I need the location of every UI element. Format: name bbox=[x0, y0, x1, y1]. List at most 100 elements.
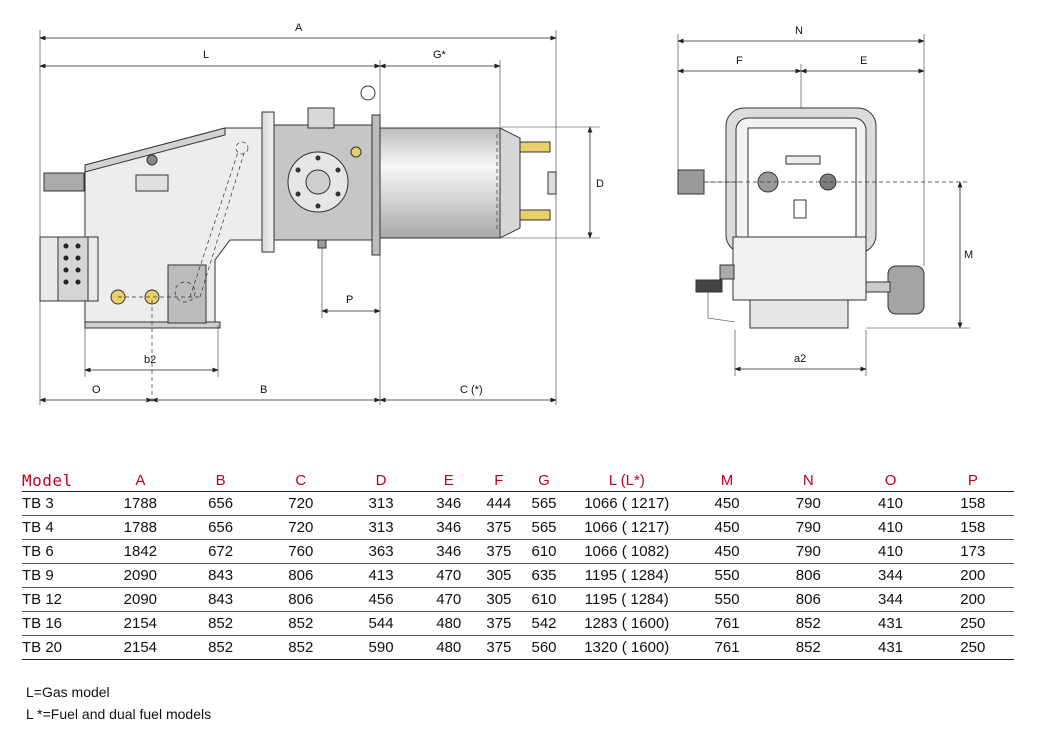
table-cell: 344 bbox=[849, 563, 932, 588]
column-header: C bbox=[260, 470, 341, 492]
table-cell: 250 bbox=[931, 611, 1014, 636]
table-cell: 760 bbox=[260, 539, 341, 564]
table-cell: 200 bbox=[931, 587, 1014, 612]
table-cell: 313 bbox=[340, 491, 422, 516]
table-cell: 363 bbox=[340, 539, 422, 564]
table-cell: 806 bbox=[260, 587, 341, 612]
table-cell: 456 bbox=[340, 587, 422, 612]
connector-plug bbox=[43, 172, 85, 192]
table-cell: 852 bbox=[260, 611, 341, 636]
table-cell: 761 bbox=[686, 635, 768, 660]
column-header: Model bbox=[22, 470, 101, 492]
dim-label-n: N bbox=[795, 25, 803, 37]
table-cell: 2090 bbox=[100, 587, 181, 612]
table-cell: 410 bbox=[849, 515, 932, 540]
front-view-dimensions: N F E M a2 bbox=[677, 25, 973, 376]
burner-dimension-drawing: A L G* D P b2 O B C (*) bbox=[39, 22, 973, 405]
table-cell: 2090 bbox=[100, 563, 181, 588]
model-cell: TB 9 bbox=[22, 563, 101, 588]
table-cell: 806 bbox=[260, 563, 341, 588]
table-cell: 1066 ( 1217) bbox=[566, 491, 687, 516]
dim-label-b: B bbox=[260, 384, 267, 396]
table-cell: 656 bbox=[180, 491, 261, 516]
table-cell: 450 bbox=[686, 515, 768, 540]
table-cell: 1788 bbox=[100, 491, 181, 516]
column-header: E bbox=[421, 470, 477, 492]
table-cell: 305 bbox=[476, 587, 522, 612]
table-cell: 375 bbox=[476, 611, 522, 636]
table-cell: 375 bbox=[476, 515, 522, 540]
table-cell: 672 bbox=[180, 539, 261, 564]
table-cell: 852 bbox=[767, 635, 850, 660]
nozzle-ring bbox=[519, 141, 551, 153]
table-cell: 1066 ( 1217) bbox=[566, 515, 687, 540]
table-cell: 444 bbox=[476, 491, 522, 516]
table-cell: 1195 ( 1284) bbox=[566, 563, 687, 588]
table-cell: 2154 bbox=[100, 635, 181, 660]
table-cell: 656 bbox=[180, 515, 261, 540]
dim-label-m: M bbox=[964, 249, 973, 261]
column-header: O bbox=[849, 470, 932, 492]
model-cell: TB 3 bbox=[22, 491, 101, 516]
model-cell: TB 16 bbox=[22, 611, 101, 636]
front-view bbox=[677, 107, 925, 329]
table-cell: 610 bbox=[521, 587, 567, 612]
table-cell: 250 bbox=[931, 635, 1014, 660]
note-gas-model: L=Gas model bbox=[26, 684, 110, 700]
table-cell: 375 bbox=[476, 635, 522, 660]
column-header: P bbox=[931, 470, 1014, 492]
side-view bbox=[39, 85, 557, 329]
dim-label-f: F bbox=[736, 55, 743, 67]
blast-tube bbox=[379, 127, 501, 239]
control-box bbox=[57, 236, 89, 302]
table-cell: 1066 ( 1082) bbox=[566, 539, 687, 564]
table-cell: 761 bbox=[686, 611, 768, 636]
dim-label-a2: a2 bbox=[794, 353, 806, 365]
dim-label-o: O bbox=[92, 384, 101, 396]
table-cell: 806 bbox=[767, 563, 850, 588]
table-cell: 313 bbox=[340, 515, 422, 540]
front-plug bbox=[677, 169, 705, 195]
column-header: N bbox=[767, 470, 850, 492]
dim-label-e: E bbox=[860, 55, 867, 67]
column-header: G bbox=[521, 470, 567, 492]
table-cell: 1320 ( 1600) bbox=[566, 635, 687, 660]
dim-label-g: G* bbox=[433, 49, 447, 61]
table-cell: 450 bbox=[686, 539, 768, 564]
table-cell: 410 bbox=[849, 491, 932, 516]
note-fuel-models: L *=Fuel and dual fuel models bbox=[26, 706, 212, 722]
table-cell: 200 bbox=[931, 563, 1014, 588]
table-cell: 1842 bbox=[100, 539, 181, 564]
table-cell: 550 bbox=[686, 587, 768, 612]
table-cell: 843 bbox=[180, 563, 261, 588]
model-cell: TB 12 bbox=[22, 587, 101, 612]
lifting-eye bbox=[360, 85, 376, 101]
table-cell: 544 bbox=[340, 611, 422, 636]
table-cell: 1788 bbox=[100, 515, 181, 540]
table-cell: 431 bbox=[849, 635, 932, 660]
table-cell: 480 bbox=[421, 635, 477, 660]
model-cell: TB 4 bbox=[22, 515, 101, 540]
table-cell: 720 bbox=[260, 515, 341, 540]
column-header: D bbox=[340, 470, 422, 492]
table-cell: 790 bbox=[767, 515, 850, 540]
table-cell: 542 bbox=[521, 611, 567, 636]
table-cell: 470 bbox=[421, 587, 477, 612]
table-cell: 413 bbox=[340, 563, 422, 588]
dim-label-b2: b2 bbox=[144, 354, 156, 366]
table-cell: 2154 bbox=[100, 611, 181, 636]
table-cell: 852 bbox=[767, 611, 850, 636]
table-cell: 450 bbox=[686, 491, 768, 516]
column-header: L (L*) bbox=[566, 470, 687, 492]
table-cell: 610 bbox=[521, 539, 567, 564]
table-cell: 560 bbox=[521, 635, 567, 660]
table-cell: 1283 ( 1600) bbox=[566, 611, 687, 636]
table-cell: 375 bbox=[476, 539, 522, 564]
